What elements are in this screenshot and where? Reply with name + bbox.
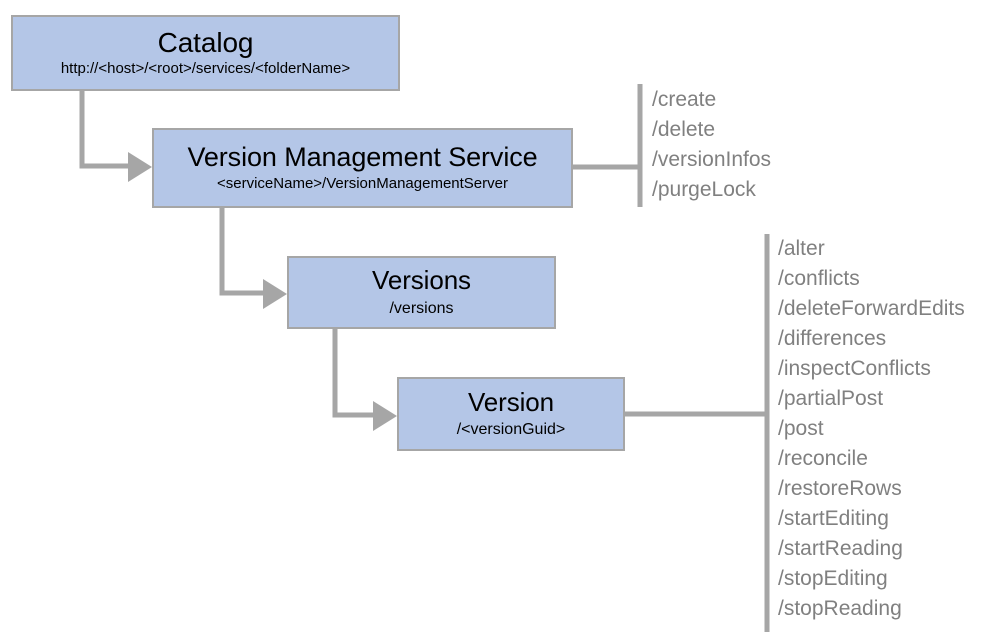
operation-item-version[interactable]: /differences	[778, 327, 887, 350]
operation-item-version[interactable]: /deleteForwardEdits	[778, 297, 965, 320]
connector-versions-to-version	[332, 329, 397, 431]
node-version[interactable]: Version /<versionGuid>	[397, 377, 625, 451]
connector-version-to-operations	[625, 234, 770, 632]
operation-item-version[interactable]: /stopReading	[778, 597, 902, 620]
operation-list-version: /alter/conflicts/deleteForwardEdits/diff…	[778, 234, 965, 624]
node-version-title: Version	[467, 386, 555, 417]
operation-item-version[interactable]: /reconcile	[778, 447, 868, 470]
operation-item-service[interactable]: /delete	[652, 118, 716, 141]
node-versions[interactable]: Versions /versions	[287, 256, 556, 329]
operation-item-version[interactable]: /inspectConflicts	[778, 357, 931, 380]
node-versions-title: Versions	[372, 265, 471, 296]
operation-item-version[interactable]: /stopEditing	[778, 567, 888, 590]
node-version-path: /<versionGuid>	[456, 421, 566, 439]
connector-catalog-to-service	[79, 91, 152, 182]
operation-item-version[interactable]: /startEditing	[778, 507, 889, 530]
node-versions-path: /versions	[389, 299, 454, 317]
operation-item-version[interactable]: /partialPost	[778, 387, 884, 410]
node-catalog[interactable]: Catalog http://<host>/<root>/services/<f…	[11, 15, 400, 91]
operation-item-version[interactable]: /restoreRows	[778, 477, 902, 500]
operation-item-version[interactable]: /post	[778, 417, 824, 440]
operation-item-service[interactable]: /purgeLock	[652, 178, 756, 201]
node-catalog-path: http://<host>/<root>/services/<folderNam…	[60, 59, 351, 77]
node-version-management-service-title: Version Management Service	[187, 141, 538, 172]
operation-item-version[interactable]: /alter	[778, 237, 825, 260]
operation-item-version[interactable]: /startReading	[778, 537, 903, 560]
connector-service-to-operations	[573, 84, 643, 207]
operation-item-service[interactable]: /versionInfos	[652, 148, 772, 171]
operation-list-service: /create/delete/versionInfos/purgeLock	[652, 85, 771, 205]
operation-item-service[interactable]: /create	[652, 88, 717, 111]
operation-item-version[interactable]: /conflicts	[778, 267, 860, 290]
node-catalog-title: Catalog	[157, 27, 254, 59]
node-version-management-service-path: <serviceName>/VersionManagementServer	[217, 175, 508, 193]
connector-service-to-versions	[219, 208, 287, 309]
node-version-management-service[interactable]: Version Management Service <serviceName>…	[152, 128, 573, 208]
